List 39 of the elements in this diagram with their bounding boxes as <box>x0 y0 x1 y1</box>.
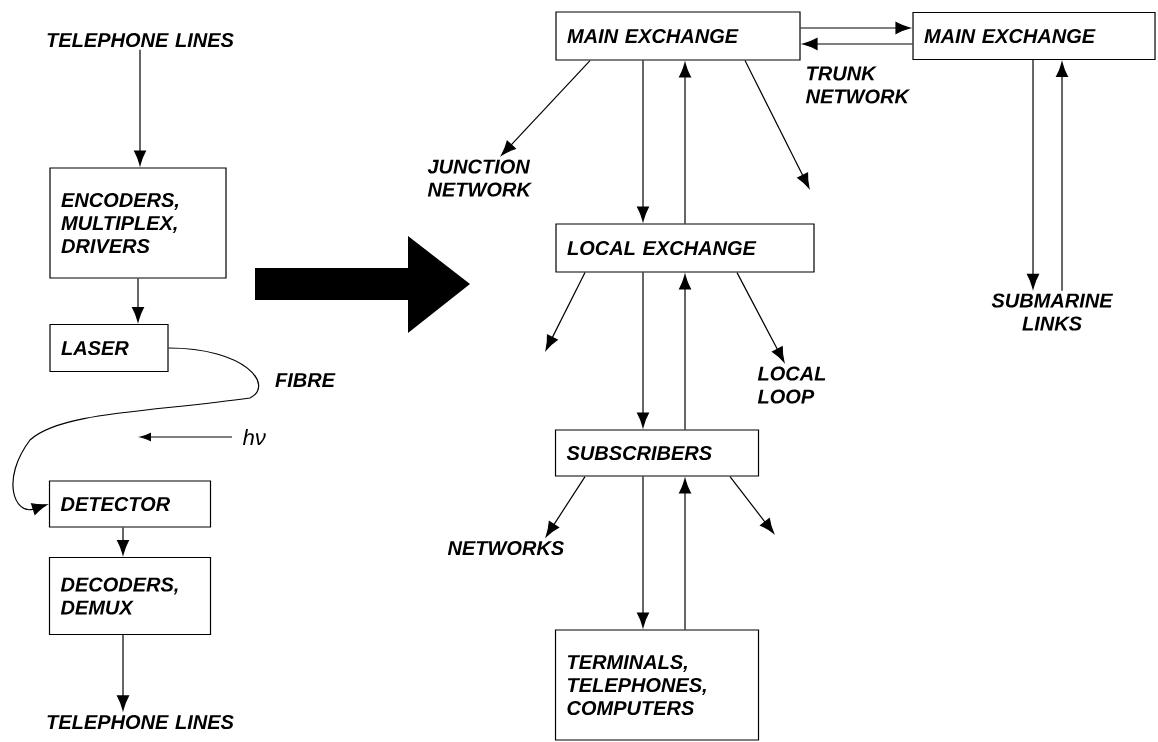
arrow <box>545 476 586 537</box>
arrow <box>116 527 130 556</box>
process-box: MAIN EXCHANGE <box>912 11 1156 61</box>
arrow <box>501 60 591 156</box>
text-label: LOCAL LOOP <box>757 366 826 404</box>
arrow <box>1026 59 1040 289</box>
arrow <box>802 37 913 51</box>
arrow <box>678 478 692 630</box>
arrow <box>545 272 586 351</box>
text-label: SUBMARINE LINKS <box>991 293 1114 331</box>
process-box: LASER <box>49 323 169 373</box>
arrow <box>800 21 911 35</box>
arrow <box>678 62 692 224</box>
process-box: DECODERS, DEMUX <box>48 556 212 636</box>
text-label: TELEPHONE LINES <box>47 714 234 730</box>
arrow <box>116 634 130 711</box>
edge-label: FIBRE <box>273 371 337 389</box>
process-box: TERMINALS, TELEPHONES, COMPUTERS <box>554 629 760 741</box>
arrow <box>736 272 785 363</box>
arrow <box>729 476 775 534</box>
process-box: DETECTOR <box>48 480 212 528</box>
arrow <box>744 60 810 189</box>
arrow <box>636 476 650 628</box>
process-box: MAIN EXCHANGE <box>555 11 801 61</box>
text-label: TRUNK NETWORK <box>805 66 911 104</box>
process-box: SUBSCRIBERS <box>554 429 760 477</box>
arrow <box>1055 61 1069 292</box>
arrow <box>131 278 145 323</box>
arrow <box>636 60 650 222</box>
arrow <box>12 347 260 515</box>
arrow <box>133 49 147 166</box>
symbol-label: hν <box>242 429 266 445</box>
arrow <box>636 272 650 428</box>
arrow <box>678 274 692 430</box>
process-box: ENCODERS, MULTIPLEX, DRIVERS <box>49 167 227 279</box>
text-label: JUNCTION NETWORK <box>427 159 533 197</box>
text-label: NETWORKS <box>447 540 564 556</box>
process-box: LOCAL EXCHANGE <box>555 223 815 273</box>
text-label: TELEPHONE LINES <box>47 32 234 48</box>
